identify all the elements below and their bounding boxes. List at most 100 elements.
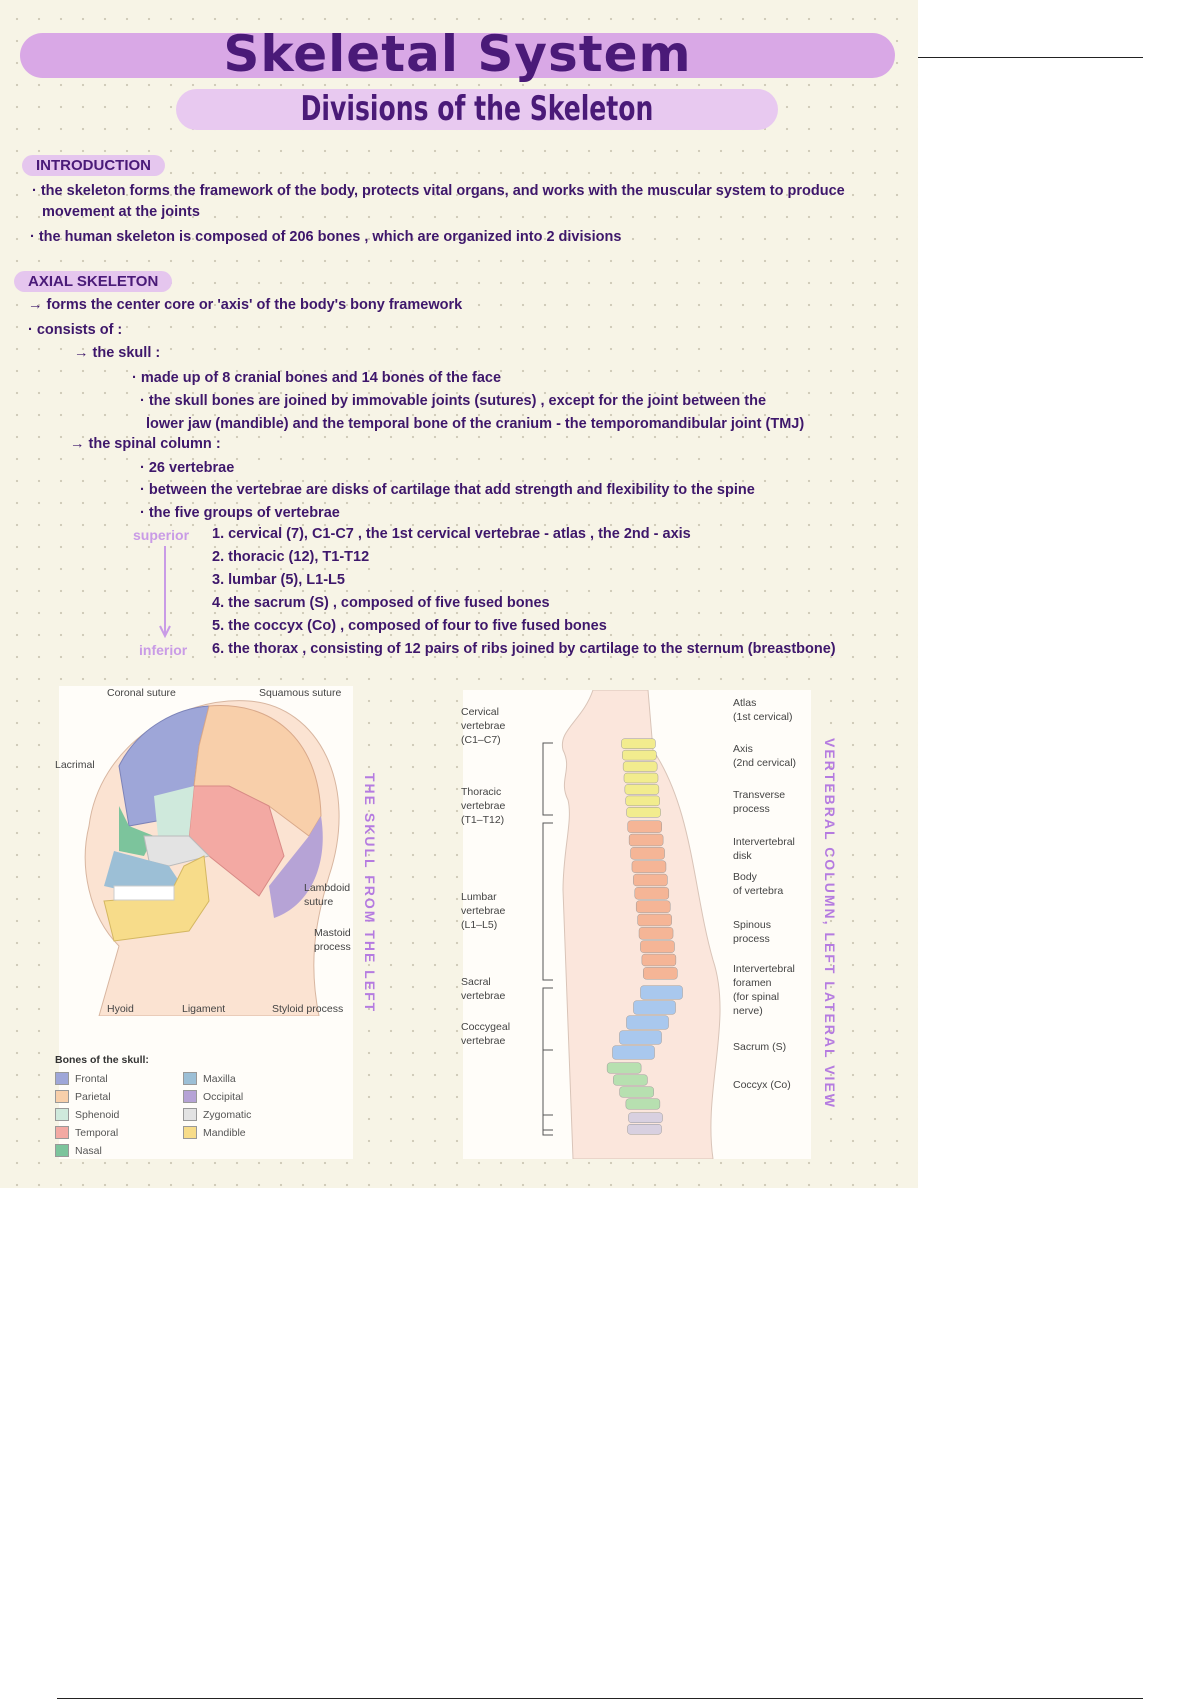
label-coronal-suture: Coronal suture [107, 687, 176, 699]
page-subtitle: Divisions of the Skeleton [300, 89, 654, 129]
spine-structure-label: Axis (2nd cervical) [733, 743, 797, 769]
skull-illustration [84, 700, 340, 1016]
page-title: Skeletal System [223, 25, 692, 83]
thoracic-vertebra [643, 967, 678, 980]
spine-figure: Cervical vertebrae (C1–C7) Thoracic verte… [461, 690, 811, 1159]
intro-line: · the human skeleton is composed of 206 … [30, 229, 622, 245]
label-squamous-suture: Squamous suture [259, 687, 342, 699]
thoracic-vertebra [637, 913, 672, 927]
legend-label: Frontal [75, 1072, 108, 1085]
legend-swatch [55, 1072, 69, 1085]
vertebra-group: 2. thoracic (12), T1-T12 [212, 549, 370, 565]
spine-region-label: Lumbar vertebrae (L1–L5) [461, 891, 506, 931]
label-mastoid-process: Mastoid process [314, 927, 351, 953]
cervical-vertebra [622, 761, 658, 772]
cervical-vertebra [622, 749, 657, 761]
label-styloid-process: Styloid process [272, 1003, 344, 1015]
legend-label: Occipital [203, 1090, 244, 1103]
label-lambdoid-suture: Lambdoid suture [304, 882, 351, 908]
label-lacrimal: Lacrimal [55, 759, 95, 771]
spine-structure-label: Intervertebral disk [733, 836, 795, 862]
spine-region-label: Sacral vertebrae [461, 976, 506, 1002]
legend-item: Maxilla [183, 1072, 236, 1085]
legend-item: Mandible [183, 1126, 246, 1139]
spine-region-label: Thoracic vertebrae (T1–T12) [461, 786, 506, 826]
legend-label: Nasal [75, 1144, 102, 1157]
label-ligament: Ligament [182, 1003, 226, 1015]
legend-label: Temporal [75, 1126, 119, 1139]
lumbar-vertebra [626, 1015, 669, 1030]
sacrum-vertebra [619, 1086, 654, 1098]
lumbar-vertebra [612, 1045, 655, 1060]
legend-swatch [55, 1144, 69, 1157]
vertebra-group: 1. cervical (7), C1-C7 , the 1st cervica… [212, 526, 691, 542]
subtitle-banner: Divisions of the Skeleton [176, 89, 778, 130]
axial-line: · made up of 8 cranial bones and 14 bone… [132, 370, 502, 386]
coccyx-vertebra [627, 1124, 662, 1135]
cervical-vertebra [623, 772, 659, 784]
axial-skeleton-heading: AXIAL SKELETON [14, 271, 173, 292]
top-rule [918, 57, 1143, 58]
spine-structure-label: Transverse process [733, 789, 786, 815]
skull-legend-title: Bones of the skull: [55, 1054, 149, 1066]
legend-swatch [183, 1072, 197, 1085]
legend-label: Parietal [75, 1090, 111, 1103]
skull-figure: Coronal suture Squamous suture Lacrimal … [55, 686, 353, 1159]
spine-structure-label: Sacrum (S) [733, 1041, 787, 1053]
lumbar-vertebra [633, 1000, 676, 1015]
legend-item: Sphenoid [55, 1108, 119, 1121]
thoracic-vertebra [640, 940, 675, 953]
vertebra-group: 6. the thorax , consisting of 12 pairs o… [212, 641, 836, 657]
superior-inferior-arrow [159, 546, 171, 639]
thoracic-vertebra [633, 873, 668, 887]
axial-line: → forms the center core or 'axis' of the… [28, 297, 463, 313]
spine-region-label: Cervical vertebrae (C1–C7) [461, 706, 506, 746]
legend-item: Occipital [183, 1090, 243, 1103]
legend-label: Maxilla [203, 1072, 236, 1085]
axial-line: · the skull bones are joined by immovabl… [140, 393, 767, 409]
sacrum-vertebra [606, 1062, 642, 1074]
lumbar-vertebra [619, 1030, 662, 1045]
cervical-vertebra [621, 738, 656, 749]
legend-item: Nasal [55, 1144, 102, 1157]
axial-line: · between the vertebrae are disks of car… [140, 482, 755, 498]
thoracic-vertebra [628, 833, 664, 847]
legend-swatch [55, 1090, 69, 1103]
legend-item: Zygomatic [183, 1108, 251, 1121]
spine-structure-label: Body of vertebra [733, 871, 784, 897]
cervical-vertebra [626, 807, 661, 818]
introduction-heading: INTRODUCTION [22, 155, 165, 176]
intro-line: · the skeleton forms the framework of th… [32, 183, 845, 199]
legend-label: Mandible [203, 1126, 246, 1139]
cervical-vertebra [624, 784, 660, 795]
thoracic-vertebra [634, 887, 670, 900]
spine-region-label: Coccygeal vertebrae [461, 1021, 511, 1047]
legend-swatch [183, 1126, 197, 1139]
axial-line: · the five groups of vertebrae [140, 505, 340, 521]
thoracic-vertebra [635, 900, 671, 913]
vertebra-group: 4. the sacrum (S) , composed of five fus… [212, 595, 550, 611]
axial-line: lower jaw (mandible) and the temporal bo… [146, 416, 805, 432]
legend-label: Zygomatic [203, 1108, 252, 1121]
spine-structure-label: Spinous process [733, 919, 771, 945]
cervical-vertebra [625, 795, 660, 807]
vertebra-group: 3. lumbar (5), L1-L5 [212, 572, 345, 588]
spine-structure-label: Atlas (1st cervical) [733, 697, 793, 723]
legend-item: Temporal [55, 1126, 118, 1139]
title-banner: Skeletal System [20, 25, 895, 83]
label-hyoid: Hyoid [107, 1003, 134, 1015]
axial-line: · consists of : [28, 322, 123, 338]
legend-swatch [183, 1090, 197, 1103]
spine-side-label: VERTEBRAL COLUMN, LEFT LATERAL VIEW [822, 738, 838, 1109]
superior-label: superior [133, 527, 190, 543]
sacrum-vertebra [613, 1074, 648, 1086]
thoracic-vertebra [631, 860, 667, 873]
legend-swatch [183, 1108, 197, 1121]
spine-structure-label: Coccyx (Co) [733, 1079, 791, 1091]
coccyx-vertebra [628, 1112, 663, 1123]
thoracic-vertebra [630, 847, 665, 860]
axial-line: → the spinal column : [70, 436, 221, 452]
axial-line: · 26 vertebrae [140, 460, 235, 476]
legend-label: Sphenoid [75, 1108, 120, 1121]
thoracic-vertebra [627, 820, 662, 833]
